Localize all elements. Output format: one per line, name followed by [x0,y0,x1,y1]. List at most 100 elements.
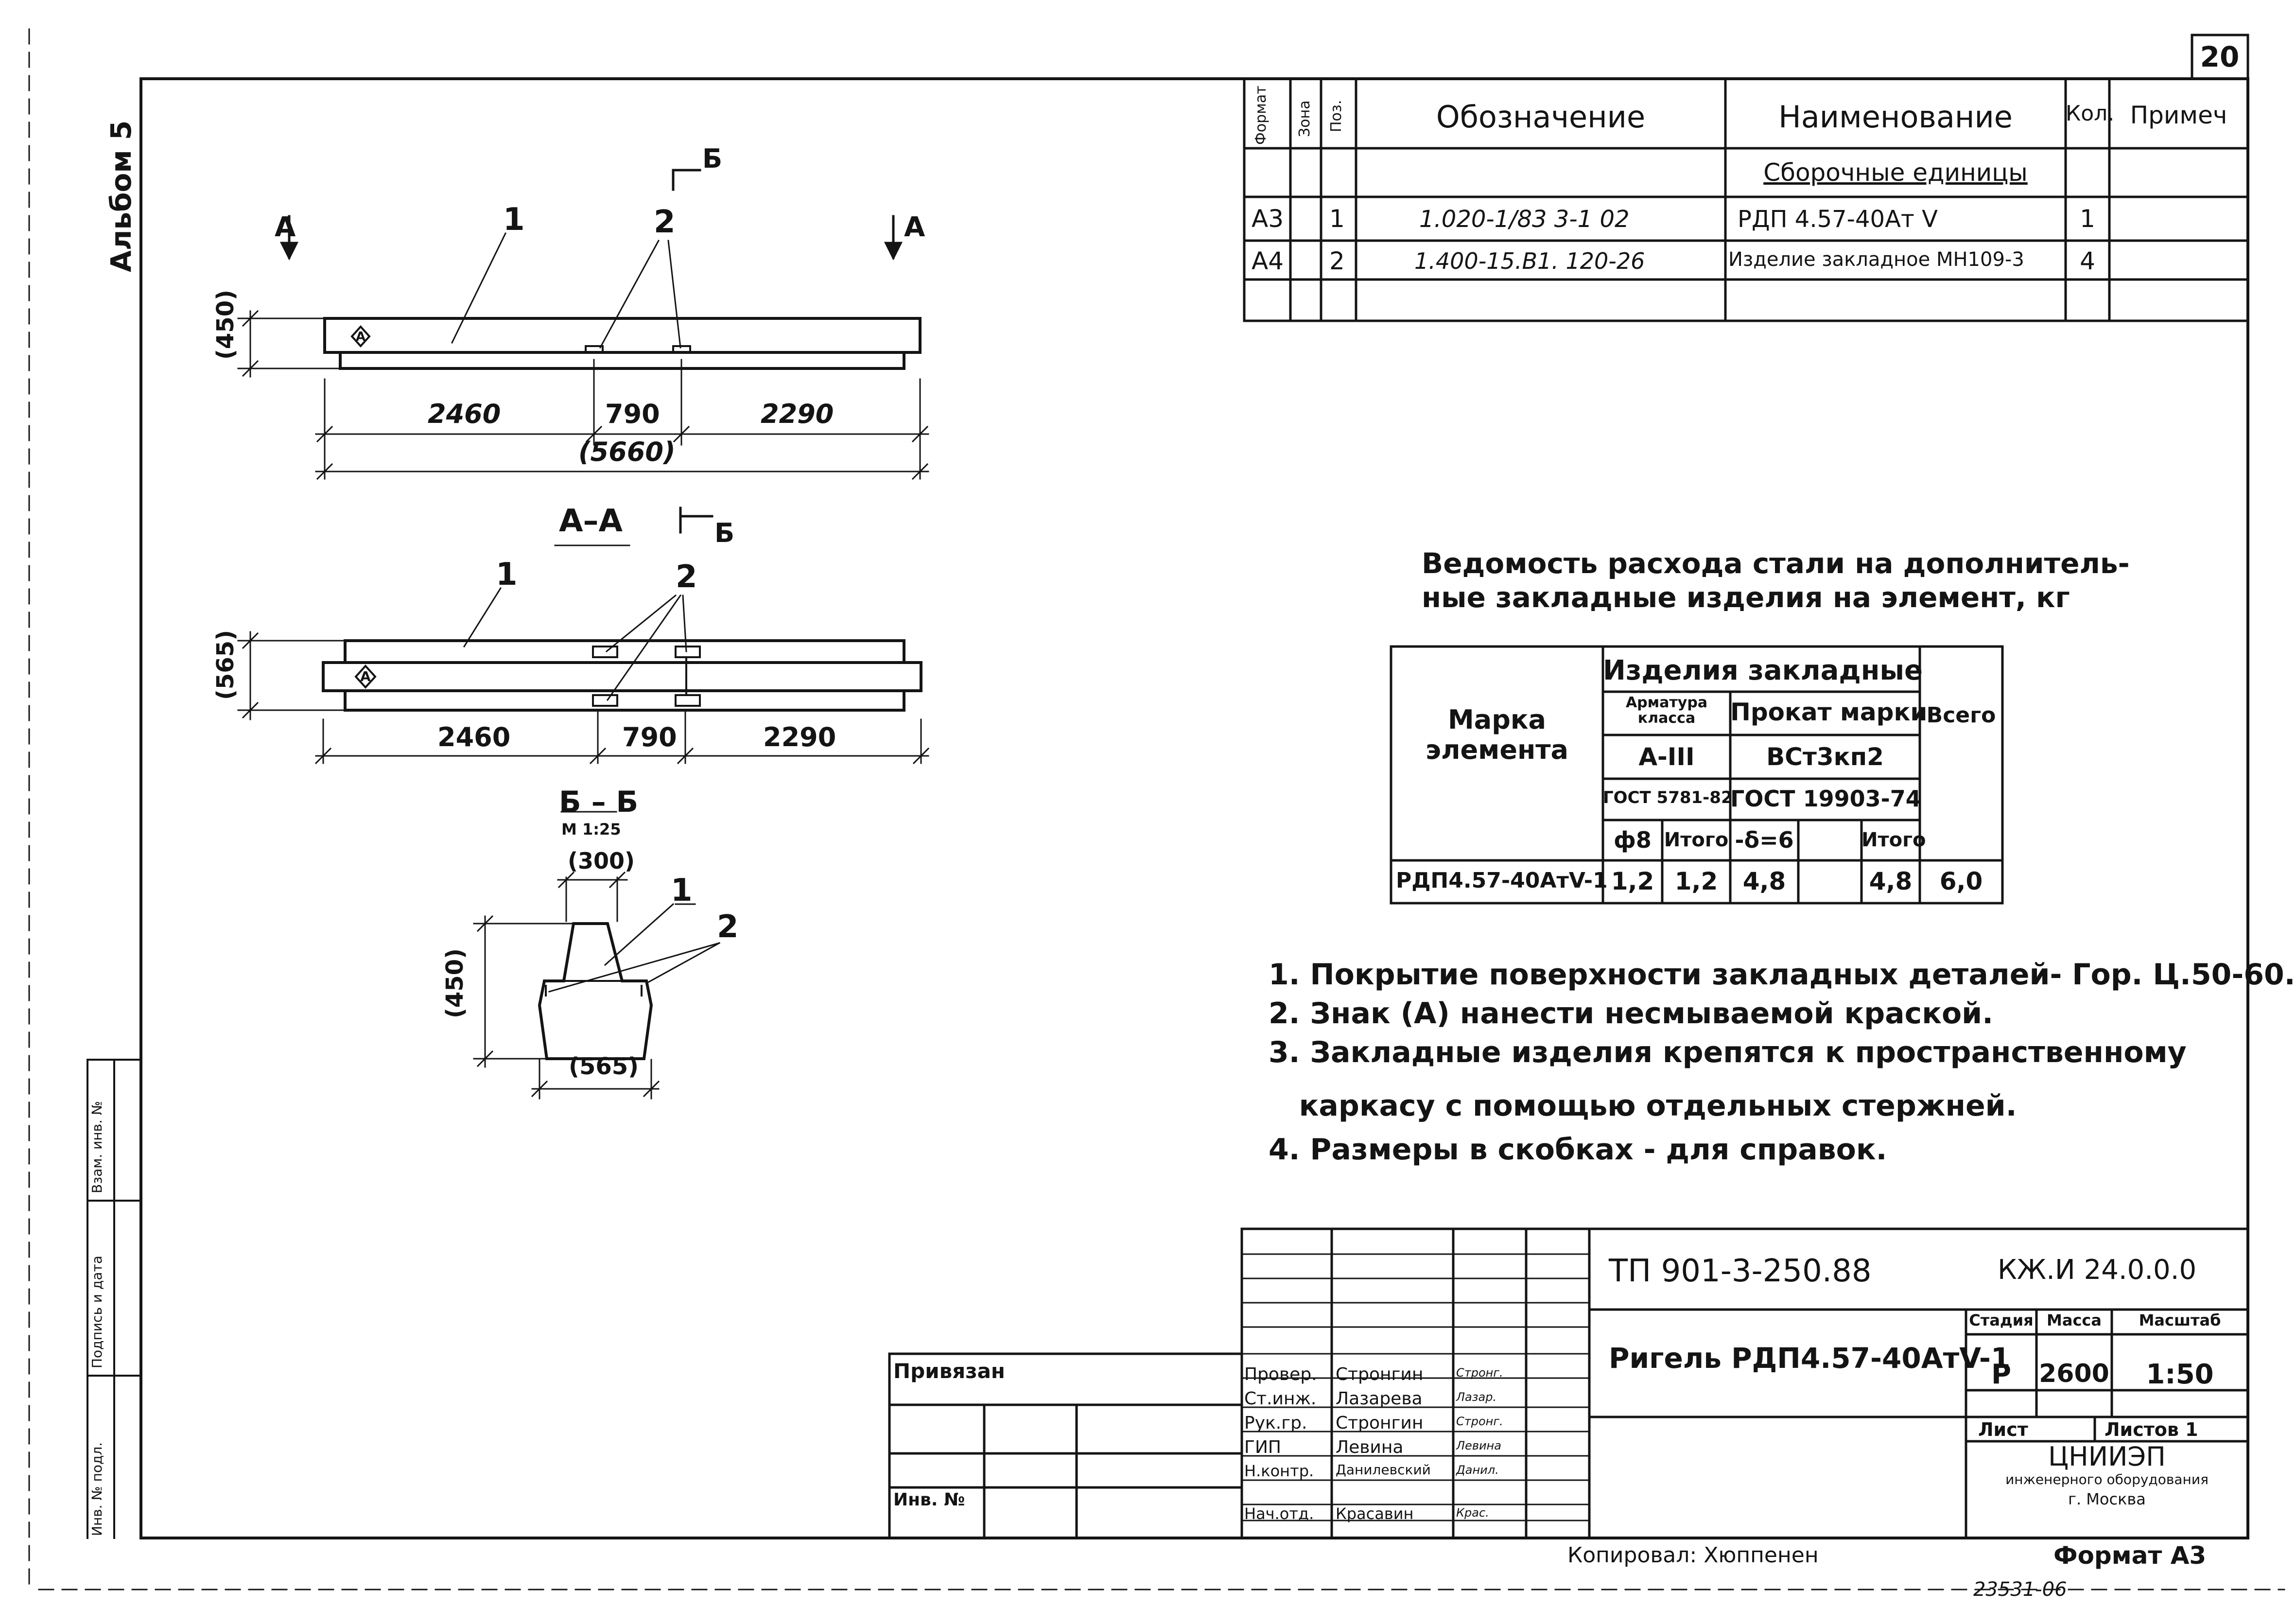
steel-rolled-mark: Прокат марки [1730,698,1928,726]
dim-2460-plan: 2460 [437,722,511,752]
steel-row-delta: 4,8 [1742,867,1786,895]
spec-header-zone: Зона [1296,100,1313,137]
left-stamp [87,1059,142,1539]
stamp-signature-date: Подпись и дата [89,1256,105,1368]
spec-row1-pos: 1 [1329,205,1345,233]
steel-mark-header: Марка элемента [1426,704,1568,766]
steel-sub-itogo1: Итого [1664,829,1729,851]
elevation-leaders [451,232,681,349]
mark-a-symbol-elev [350,325,371,348]
note-1: 1. Покрытие поверхности закладных детале… [1269,958,2296,992]
steel-table-grid [1390,645,2004,905]
sheet-header: Лист [1978,1419,2028,1440]
elevation-view [323,317,922,370]
spec-header-name: Наименование [1778,99,2013,135]
dim-section-height: (450) [441,948,469,1018]
plan-leaders [463,544,687,701]
staff-role-2: Ст.инж. [1244,1389,1317,1409]
note-3-cont: каркасу с помощью отдельных стержней. [1269,1089,2017,1123]
dim-790-elev: 790 [605,399,660,429]
steel-rolled-gost: ГОСТ 19903-74 [1730,786,1921,812]
plan-dimensions [237,631,930,765]
section-bb-title: Б – Б [559,785,639,819]
plan-view [322,639,922,712]
spec-row1-designation: 1.020-1/83 3-1 02 [1419,206,1630,233]
callout-1-section: 1 [671,873,693,909]
scale-header: Масштаб [2139,1311,2221,1329]
callout-2-elev: 2 [654,204,676,240]
callout-1-elev: 1 [503,202,525,238]
note-2: 2. Знак (А) нанести несмываемой краской. [1269,996,1994,1031]
mass-header: Масса [2047,1311,2102,1329]
scale-value: 1:50 [2146,1359,2214,1390]
staff-name-6: Красавин [1336,1504,1414,1523]
steel-title-line2: ные закладные изделия на элемент, кг [1422,581,2070,614]
staff-sign-2: Лазар. [1456,1390,1497,1404]
copied-by: Копировал: Хюппенен [1567,1543,1819,1568]
steel-title-line1: Ведомость расхода стали на дополнитель- [1422,547,2130,580]
stamp-inv-no: Инв. № подл. [89,1442,105,1536]
spec-row1-qty: 1 [2080,205,2095,233]
steel-sub-delta: -δ=6 [1735,827,1794,853]
steel-sub-itogo2: Итого [1861,829,1926,851]
section-b-label-top: Б [702,143,723,174]
embedded-plates-plan [592,646,701,707]
spec-table-grid [1243,77,2249,322]
staff-sign-4: Левина [1456,1439,1501,1452]
org-name: ЦНИИЭП [2048,1441,2166,1472]
callout-2-section: 2 [717,909,739,945]
staff-role-4: ГИП [1244,1437,1281,1457]
sheet-frame [139,77,2249,1539]
dim-790-plan: 790 [622,722,677,752]
mark-a-plan: А [360,668,371,684]
spec-section-title: Сборочные единицы [1763,158,2028,187]
dim-height-elev: (450) [212,289,239,360]
elevation-dimensions [237,310,929,480]
callout-2-plan: 2 [676,559,697,595]
spec-row1-name: РДП 4.57-40Ат V [1738,206,1938,233]
note-4: 4. Размеры в скобках - для справок. [1269,1133,1887,1167]
spec-row2-qty: 4 [2080,247,2095,275]
steel-rebar-grade: А-III [1638,743,1695,771]
staff-sign-1: Стронг. [1456,1366,1503,1380]
org-subtitle: инженерного оборудования [2005,1471,2209,1487]
steel-row-total: 6,0 [1939,867,1983,895]
section-b-marker-mid [679,507,713,534]
mark-a-symbol-plan [354,664,377,689]
dim-total-length: (5660) [578,437,676,467]
dim-height-plan: (565) [212,629,239,700]
cross-section-dimensions [473,811,721,1100]
steel-row-d8: 1,2 [1611,867,1654,895]
dim-top-width: (300) [568,848,635,874]
spec-header-note: Примеч [2130,101,2227,129]
dim-2290-elev: 2290 [761,399,834,429]
callout-1-plan: 1 [496,557,518,593]
staff-role-3: Рук.гр. [1244,1413,1307,1433]
steel-row-itogo1: 1,2 [1674,867,1718,895]
dim-2460-elev: 2460 [428,399,501,429]
document-code: КЖ.И 24.0.0.0 [1998,1254,2197,1286]
embedded-plates-elevation [585,345,691,354]
staff-name-2: Лазарева [1336,1389,1423,1409]
staff-name-1: Стронгин [1336,1364,1424,1384]
sheet-format: Формат А3 [2053,1541,2207,1570]
section-a-label-right: А [904,211,925,243]
spec-row2-format: А4 [1252,247,1284,275]
cross-section-plates [545,985,643,996]
title-block-grid [888,1227,2249,1539]
section-a-label-left: А [275,211,296,243]
steel-row-mark: РДП4.57-40АтV-1 [1396,868,1608,893]
spec-row2-designation: 1.400-15.В1. 120-26 [1414,248,1645,274]
spec-header-qty: Кол. [2066,101,2115,126]
staff-role-5: Н.контр. [1244,1462,1314,1480]
staff-role-1: Провер. [1244,1364,1317,1384]
stage-header: Стадия [1969,1311,2034,1329]
steel-total-header: Всего [1926,703,1996,728]
section-b-label-mid: Б [714,518,735,548]
dim-bottom-width: (565) [569,1053,639,1080]
section-aa-title: А–А [559,503,623,539]
steel-rolled-grade: ВСт3кп2 [1766,743,1884,771]
org-city: г. Москва [2068,1490,2146,1508]
staff-sign-5: Данил. [1456,1463,1499,1477]
section-a-markers [279,169,903,261]
